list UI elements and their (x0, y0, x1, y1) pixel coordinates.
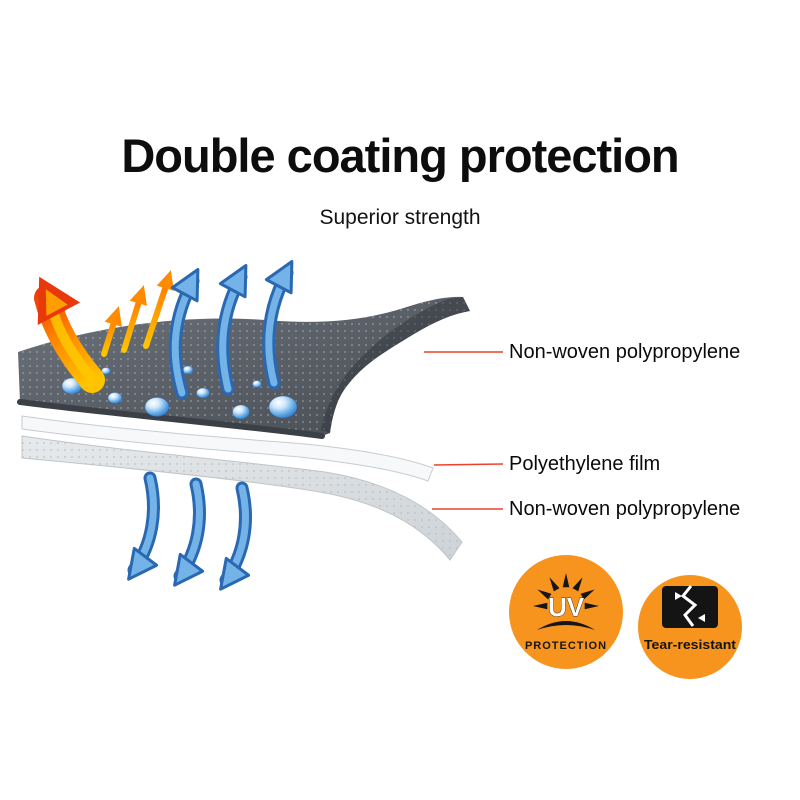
small-heat-arrow-icons (101, 270, 174, 357)
uv-badge-title: UV (548, 592, 585, 622)
page-subtitle: Superior strength (319, 206, 481, 229)
tear-icon (662, 585, 718, 628)
sun-rays-icon (533, 573, 599, 610)
heat-reflection-arrow-icon (34, 276, 105, 393)
top-layer-illustration (17, 296, 470, 439)
tear-badge-label: Tear-resistant (644, 638, 737, 652)
tear-resistant-badge: Tear-resistant (638, 575, 742, 679)
air-flow-up-arrow-icons (168, 259, 294, 400)
label-bottom-layer: Non-woven polypropylene (509, 498, 741, 520)
uv-badge-subtitle: PROTECTION (525, 640, 607, 652)
label-top-layer: Non-woven polypropylene (509, 341, 741, 363)
uv-protection-badge: UV PROTECTION (509, 555, 623, 669)
label-middle-film: Polyethylene film (509, 453, 661, 475)
water-droplets (61, 365, 298, 420)
page-title: Double coating protection (121, 129, 679, 182)
middle-film-illustration (21, 415, 434, 482)
umbrella-curve-icon (537, 621, 595, 630)
air-flow-down-arrow-icons (127, 471, 252, 591)
leader-lines (424, 351, 504, 510)
